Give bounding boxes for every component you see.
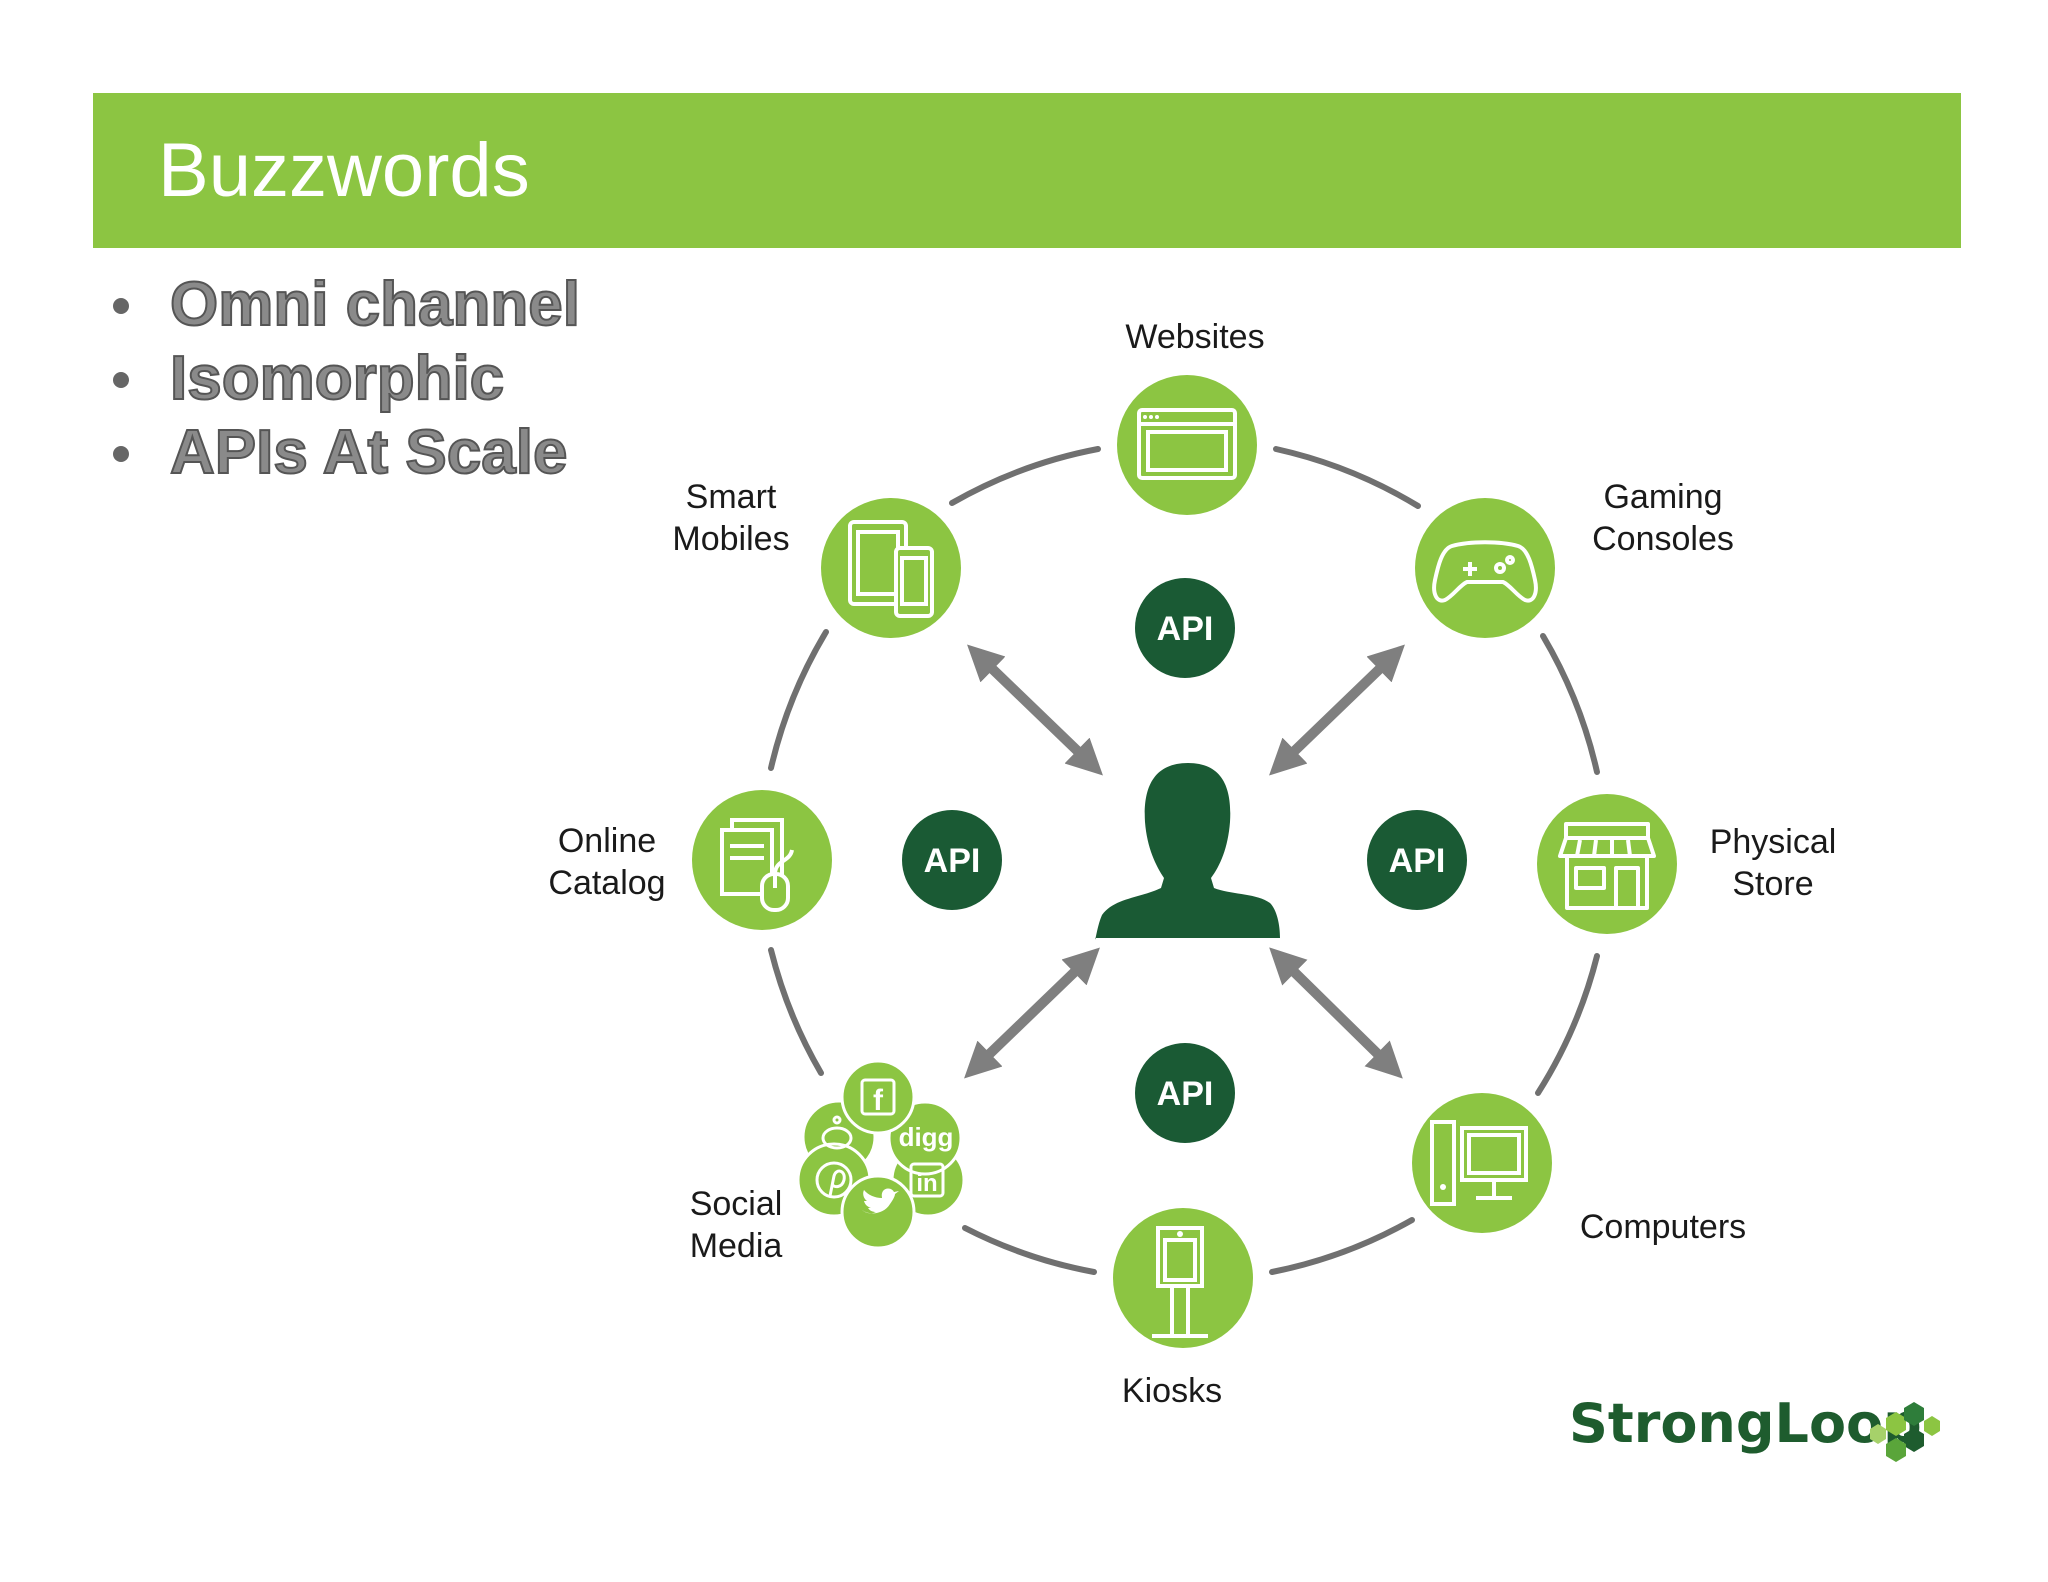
node-social-media: f digg in Social Media [690,1059,966,1265]
hexagon-cluster-icon [1870,1402,1940,1462]
node-label: Consoles [1592,520,1734,558]
node-kiosks: Kiosks [1113,1208,1253,1410]
api-badge: API [1367,810,1467,910]
strongloop-logo: StrongLoop [1569,1392,1940,1462]
node-label: Gaming [1603,478,1722,516]
catalog-mouse-icon [720,818,794,912]
node-label: Store [1732,865,1813,903]
bullet-dot [113,298,129,314]
bullet-item: APIs At Scale [105,416,580,490]
arrow-gaming [1269,644,1405,776]
node-label: Kiosks [1122,1372,1222,1410]
node-label: Websites [1125,318,1264,356]
digg-icon: digg [899,1122,954,1152]
api-badge: API [1135,1043,1235,1143]
node-physical-store: Physical Store [1537,794,1836,934]
api-arrows [964,644,1405,1079]
node-label: Physical [1710,823,1837,861]
tablet-phone-icon [848,520,934,618]
node-label: Social [690,1185,783,1223]
node-label: Mobiles [672,520,789,558]
pinterest-icon [815,1161,853,1199]
gamepad-icon [1432,540,1538,603]
node-label: Online [558,822,656,860]
twitter-icon [862,1188,899,1214]
reddit-icon [821,1115,853,1150]
ring [768,446,1600,1275]
browser-window-icon [1137,408,1237,480]
facebook-icon: f [860,1078,896,1117]
user-silhouette-icon [1095,763,1280,940]
logo-text: StrongLoop [1569,1392,1922,1455]
svg-text:API: API [1157,1075,1214,1113]
svg-text:f: f [873,1084,884,1117]
bullet-dot [113,446,129,462]
arrow-computers [1269,947,1403,1079]
svg-text:in: in [916,1170,937,1197]
bullet-dot [113,372,129,388]
svg-text:API: API [1157,610,1214,648]
title-bar: Buzzwords [93,93,1961,248]
arrow-mobiles [967,644,1103,776]
node-websites: Websites [1117,318,1265,515]
storefront-icon [1558,822,1656,910]
bullet-list: Omni channel Isomorphic APIs At Scale [105,268,581,490]
kiosk-icon [1152,1226,1208,1338]
bullet-text: APIs At Scale [169,417,568,488]
slide-title: Buzzwords [158,128,530,213]
linkedin-icon: in [909,1162,945,1198]
svg-text:API: API [1389,842,1446,880]
arrow-social [964,947,1100,1079]
api-badge: API [1135,578,1235,678]
svg-text:API: API [924,842,981,880]
desktop-computer-icon [1430,1120,1528,1206]
api-badge: API [902,810,1002,910]
node-online-catalog: Online Catalog [548,790,832,930]
node-smart-mobiles: Smart Mobiles [672,478,961,638]
bullet-item: Omni channel [105,268,581,342]
bullet-item: Isomorphic [105,342,580,416]
social-network-icons: f digg in [796,1059,966,1250]
node-label: Media [690,1227,783,1265]
node-label: Computers [1580,1208,1746,1246]
bullet-text: Isomorphic [169,343,505,414]
node-label: Catalog [548,864,665,902]
node-label: Smart [686,478,777,516]
bullet-text: Omni channel [169,269,581,340]
node-gaming: Gaming Consoles [1415,478,1734,638]
node-computers: Computers [1412,1093,1746,1246]
